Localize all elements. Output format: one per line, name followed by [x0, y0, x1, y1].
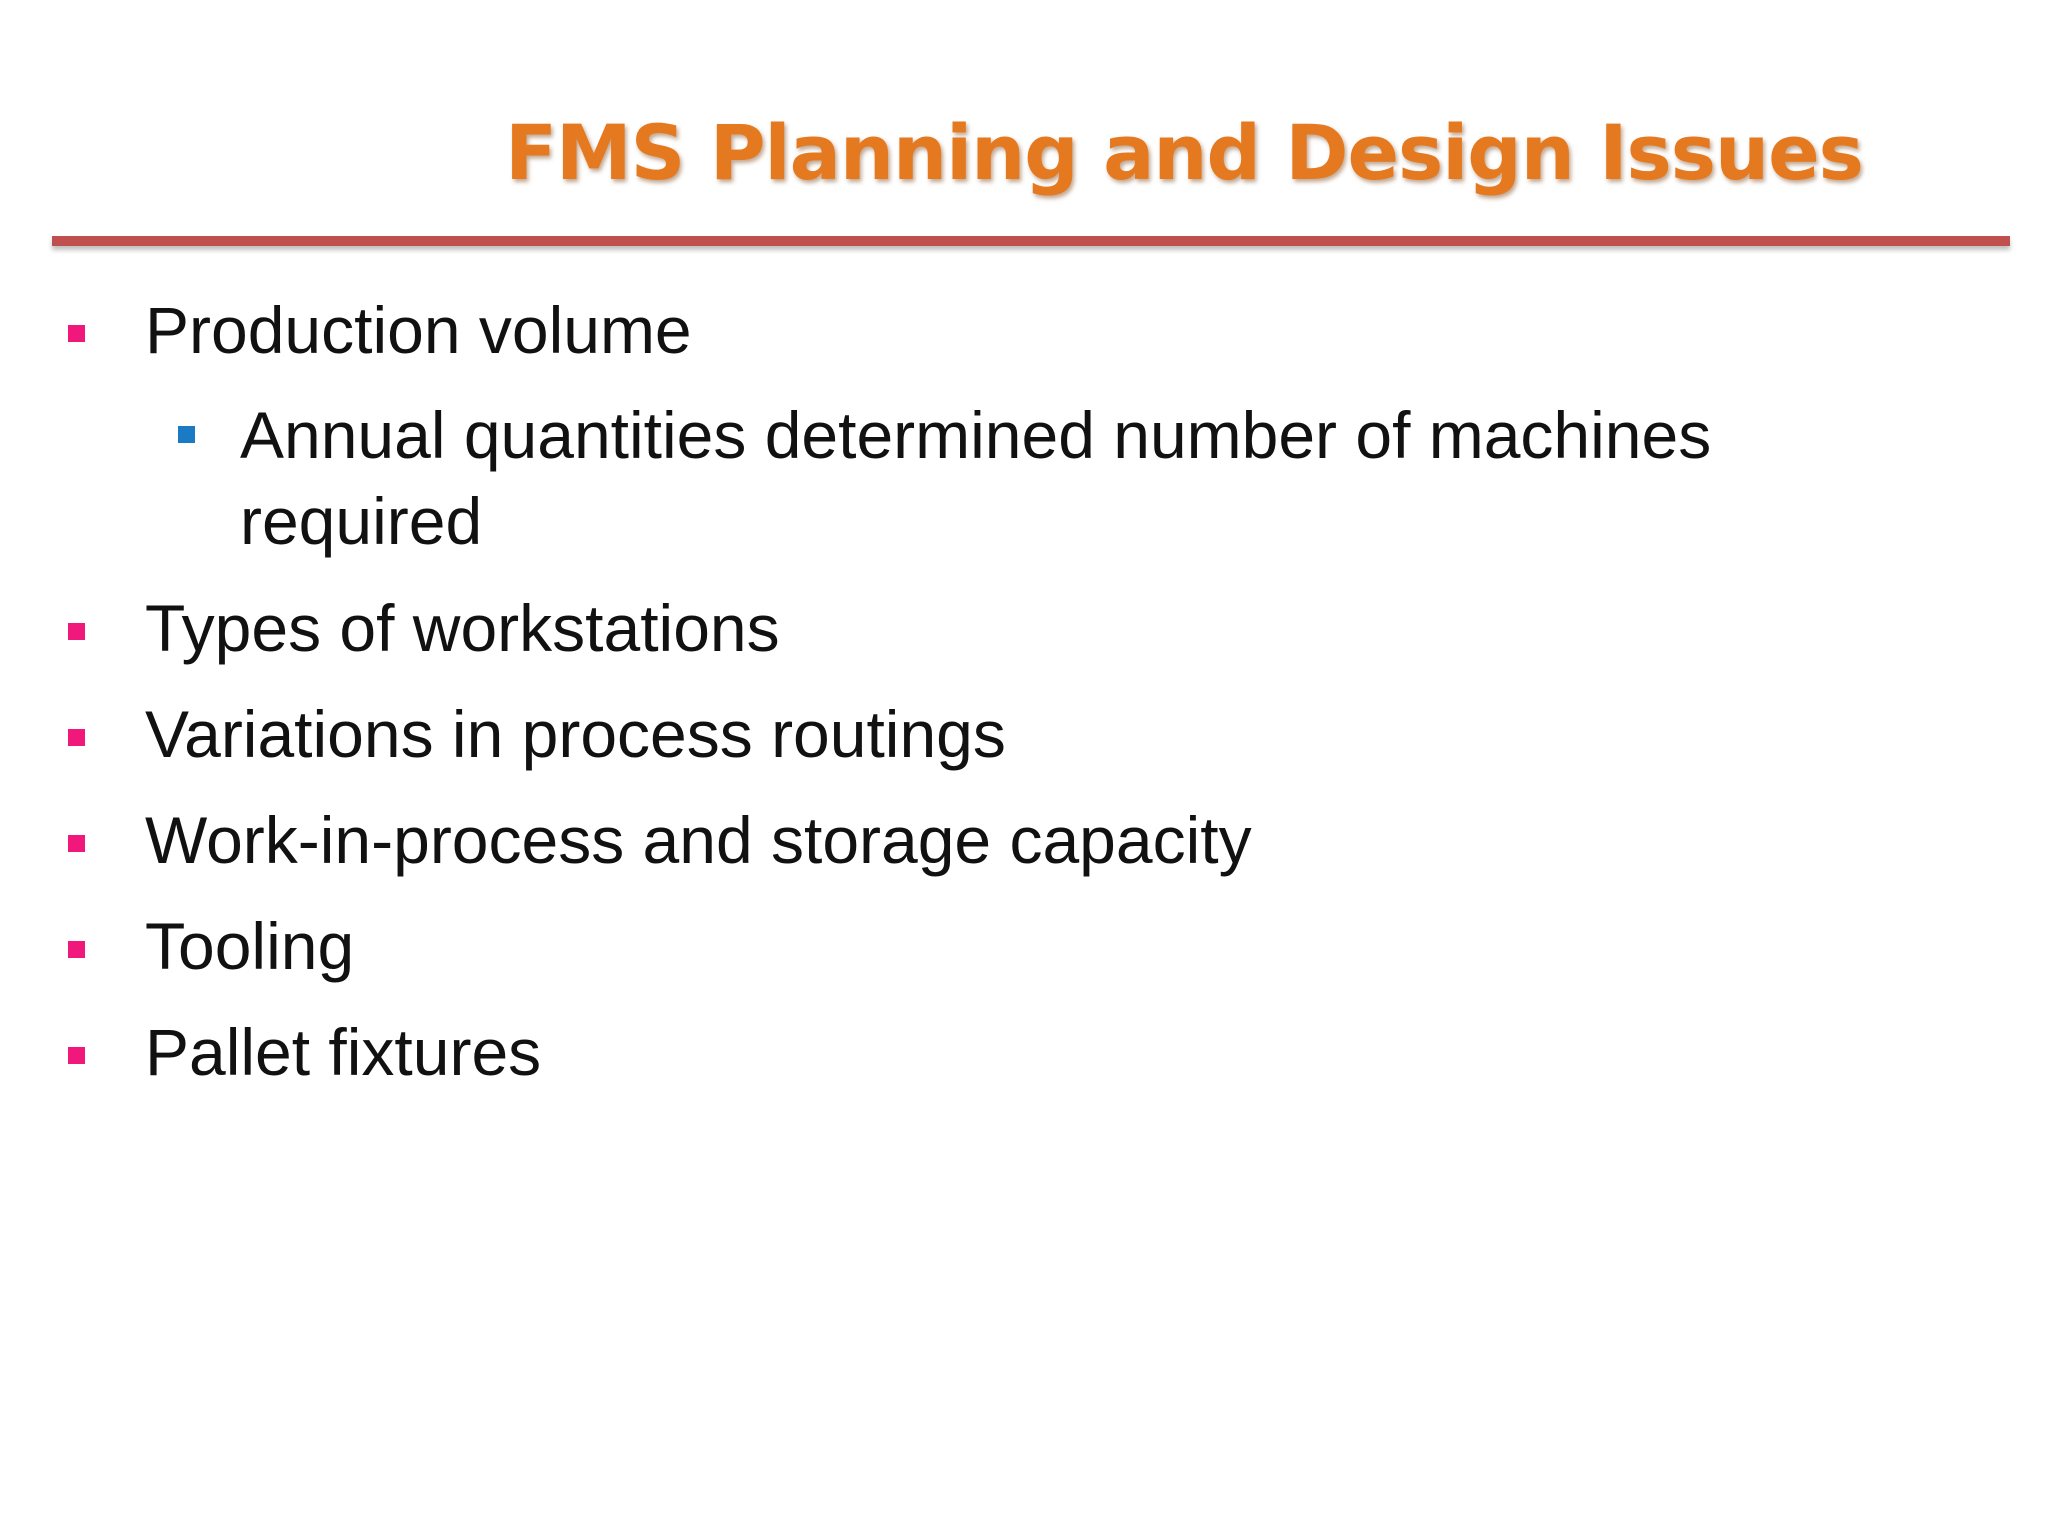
bullet-item: Types of workstations [0, 588, 2048, 668]
square-bullet-icon [68, 941, 85, 958]
sub-bullet-item: Annual quantities determined number of m… [0, 392, 2048, 564]
bullet-item: Tooling [0, 906, 2048, 986]
bullet-text: Production volume [145, 293, 692, 367]
bullet-list: Production volume Annual quantities dete… [0, 290, 2048, 1118]
bullet-item: Variations in process routings [0, 694, 2048, 774]
square-bullet-icon [68, 1047, 85, 1064]
bullet-text: Work-in-process and storage capacity [145, 803, 1252, 877]
bullet-text: Tooling [145, 909, 355, 983]
bullet-text: Pallet fixtures [145, 1015, 542, 1089]
slide-title: FMS Planning and Design Issues [505, 108, 1864, 197]
square-bullet-icon [178, 426, 195, 443]
square-bullet-icon [68, 729, 85, 746]
bullet-item: Production volume [0, 290, 2048, 370]
bullet-text: Types of workstations [145, 591, 780, 665]
bullet-text: Variations in process routings [145, 697, 1006, 771]
sub-bullet-text: Annual quantities determined number of m… [240, 398, 1712, 558]
bullet-item: Pallet fixtures [0, 1012, 2048, 1092]
square-bullet-icon [68, 623, 85, 640]
square-bullet-icon [68, 325, 85, 342]
bullet-item: Work-in-process and storage capacity [0, 800, 2048, 880]
square-bullet-icon [68, 835, 85, 852]
title-divider [52, 236, 2010, 246]
